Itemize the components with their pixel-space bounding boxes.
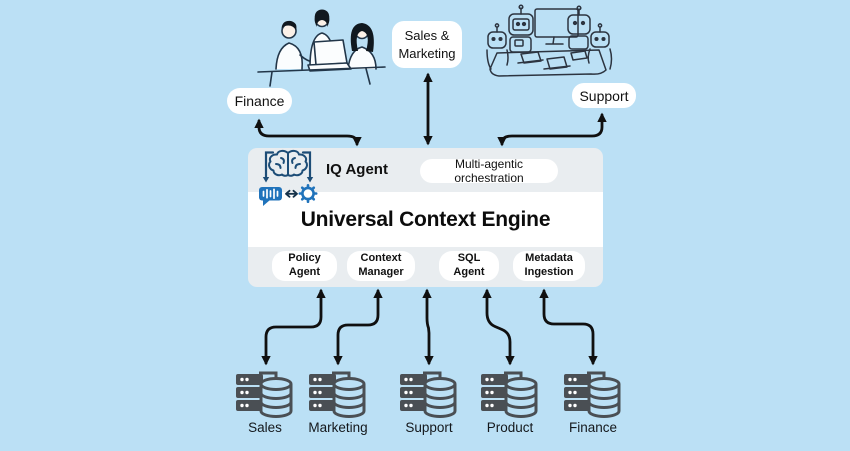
- iq-agent-icon: [259, 149, 318, 206]
- sales-marketing-label-text: Sales & Marketing: [398, 27, 456, 61]
- datasource-label-sales: Sales: [248, 420, 282, 435]
- database-icon-support: [400, 371, 457, 418]
- datasource-label-product: Product: [486, 420, 534, 435]
- support-label-text: Support: [579, 87, 629, 104]
- component-sql-agent: SQL Agent: [439, 251, 499, 281]
- department-label-support: Support: [572, 83, 636, 108]
- component-policy-agent: Policy Agent: [272, 251, 337, 281]
- gear-icon: [298, 184, 318, 203]
- orchestration-badge: Multi-agentic orchestration: [420, 157, 558, 185]
- universal-context-engine-panel: Universal Context Engine: [248, 148, 603, 287]
- bracket-arrows-icon: [264, 151, 312, 179]
- arrow-engine-finance: [254, 118, 362, 147]
- team-meeting-illustration: [257, 9, 386, 87]
- datasource-label-finance: Finance: [568, 420, 618, 435]
- robot-team-illustration: [486, 4, 613, 77]
- datasource-label-support: Support: [405, 420, 453, 435]
- datasource-label-marketing: Marketing: [308, 420, 368, 435]
- arrow-engine-product-db: [482, 288, 515, 366]
- arrow-engine-support-db: [422, 288, 434, 366]
- arrow-engine-support: [497, 112, 607, 147]
- database-icon-finance: [564, 371, 621, 418]
- database-icon-sales: [236, 371, 293, 418]
- metadata-ingestion-text: Metadata Ingestion: [524, 252, 574, 278]
- orchestration-badge-text: Multi-agentic orchestration: [454, 157, 524, 185]
- brain-icon: [268, 149, 308, 177]
- component-metadata-ingestion: Metadata Ingestion: [513, 251, 585, 281]
- department-label-finance: Finance: [227, 88, 292, 114]
- bidirectional-arrow-icon: [285, 189, 298, 198]
- component-context-manager: Context Manager: [347, 251, 415, 281]
- sql-agent-text: SQL Agent: [453, 252, 485, 278]
- arrow-engine-marketing-db: [333, 288, 383, 366]
- policy-agent-text: Policy Agent: [288, 252, 321, 278]
- department-label-sales-marketing: Sales & Marketing: [392, 21, 462, 68]
- arrow-engine-finance-db: [539, 288, 598, 366]
- context-manager-text: Context Manager: [358, 252, 404, 278]
- database-icon-marketing: [309, 371, 366, 418]
- engine-title: Universal Context Engine: [300, 207, 551, 231]
- database-icon-product: [481, 371, 538, 418]
- iq-agent-label: IQ Agent: [326, 161, 388, 178]
- finance-label-text: Finance: [234, 93, 285, 109]
- voice-chat-icon: [259, 187, 282, 206]
- arrow-engine-sales-db: [261, 288, 326, 366]
